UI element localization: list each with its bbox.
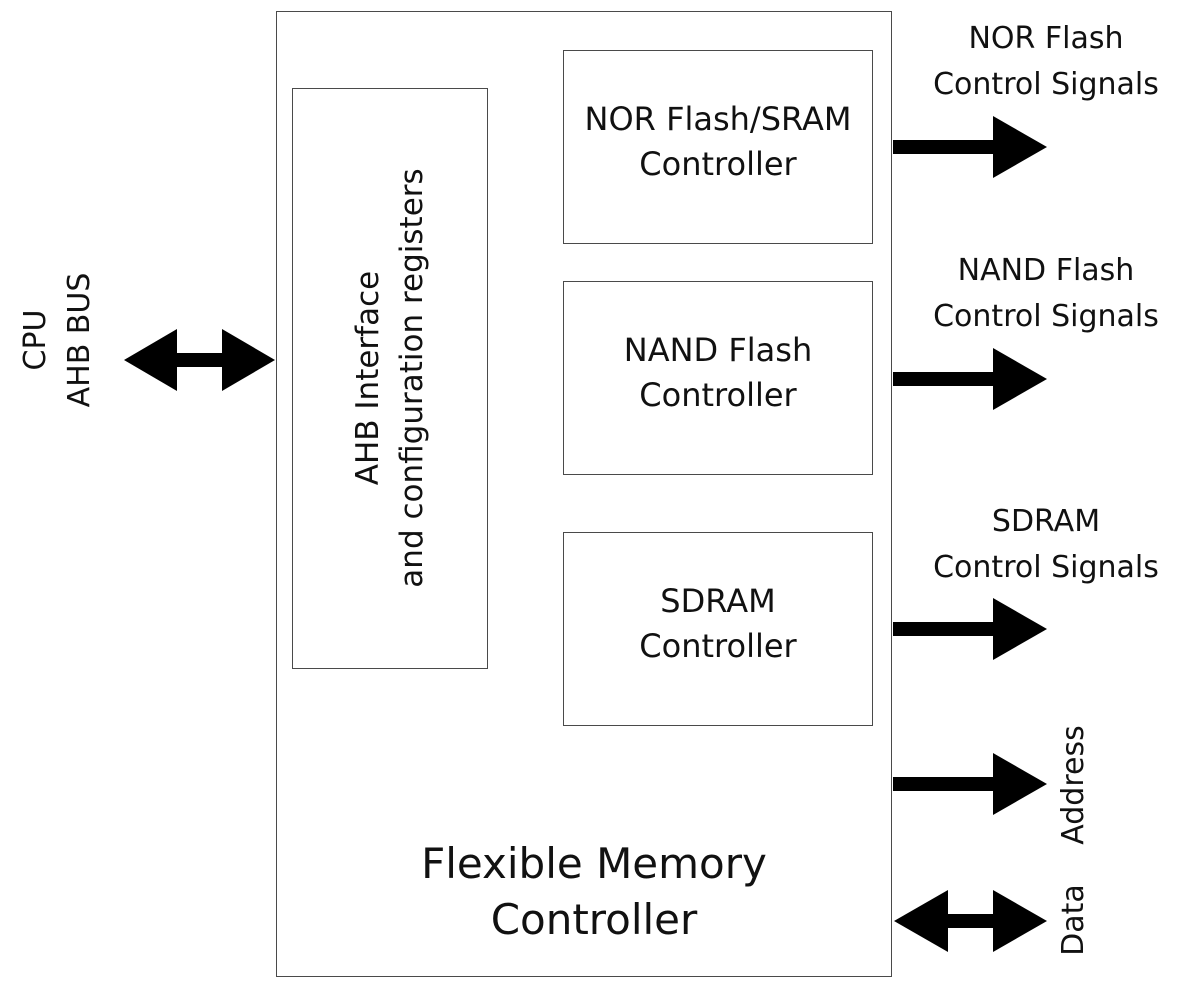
sdram-controller-line1: SDRAM	[660, 582, 776, 620]
nor-signals-line1: NOR Flash	[968, 21, 1124, 56]
nand-controller-line2: Controller	[639, 376, 797, 414]
address-arrow	[893, 753, 1047, 815]
nor-controller-line1: NOR Flash/SRAM	[584, 100, 852, 138]
sdram-signals-label: SDRAM Control Signals	[918, 499, 1174, 591]
fmc-title-line2: Controller	[490, 895, 698, 944]
cpu-bus-double-arrow	[124, 329, 275, 391]
nor-signals-label: NOR Flash Control Signals	[918, 16, 1174, 108]
fmc-title: Flexible Memory Controller	[376, 836, 812, 948]
sdram-controller-line2: Controller	[639, 627, 797, 665]
nor-signals-arrow	[893, 116, 1047, 178]
sdram-controller-block: SDRAM Controller	[563, 532, 873, 726]
fmc-title-line1: Flexible Memory	[421, 839, 767, 888]
sdram-signals-line1: SDRAM	[991, 504, 1101, 539]
nand-controller-line1: NAND Flash	[623, 331, 813, 369]
nand-flash-controller-block: NAND Flash Controller	[563, 281, 873, 475]
sdram-signals-arrow	[893, 598, 1047, 660]
sdram-signals-line2: Control Signals	[933, 550, 1159, 585]
data-double-arrow	[894, 890, 1047, 952]
nand-signals-arrow	[893, 348, 1047, 410]
nand-signals-line1: NAND Flash	[957, 253, 1135, 288]
nor-controller-line2: Controller	[639, 145, 797, 183]
nand-signals-line2: Control Signals	[933, 299, 1159, 334]
nor-flash-sram-controller-block: NOR Flash/SRAM Controller	[563, 50, 873, 244]
ahb-interface-block	[292, 88, 488, 669]
nor-signals-line2: Control Signals	[933, 67, 1159, 102]
nand-signals-label: NAND Flash Control Signals	[918, 248, 1174, 340]
